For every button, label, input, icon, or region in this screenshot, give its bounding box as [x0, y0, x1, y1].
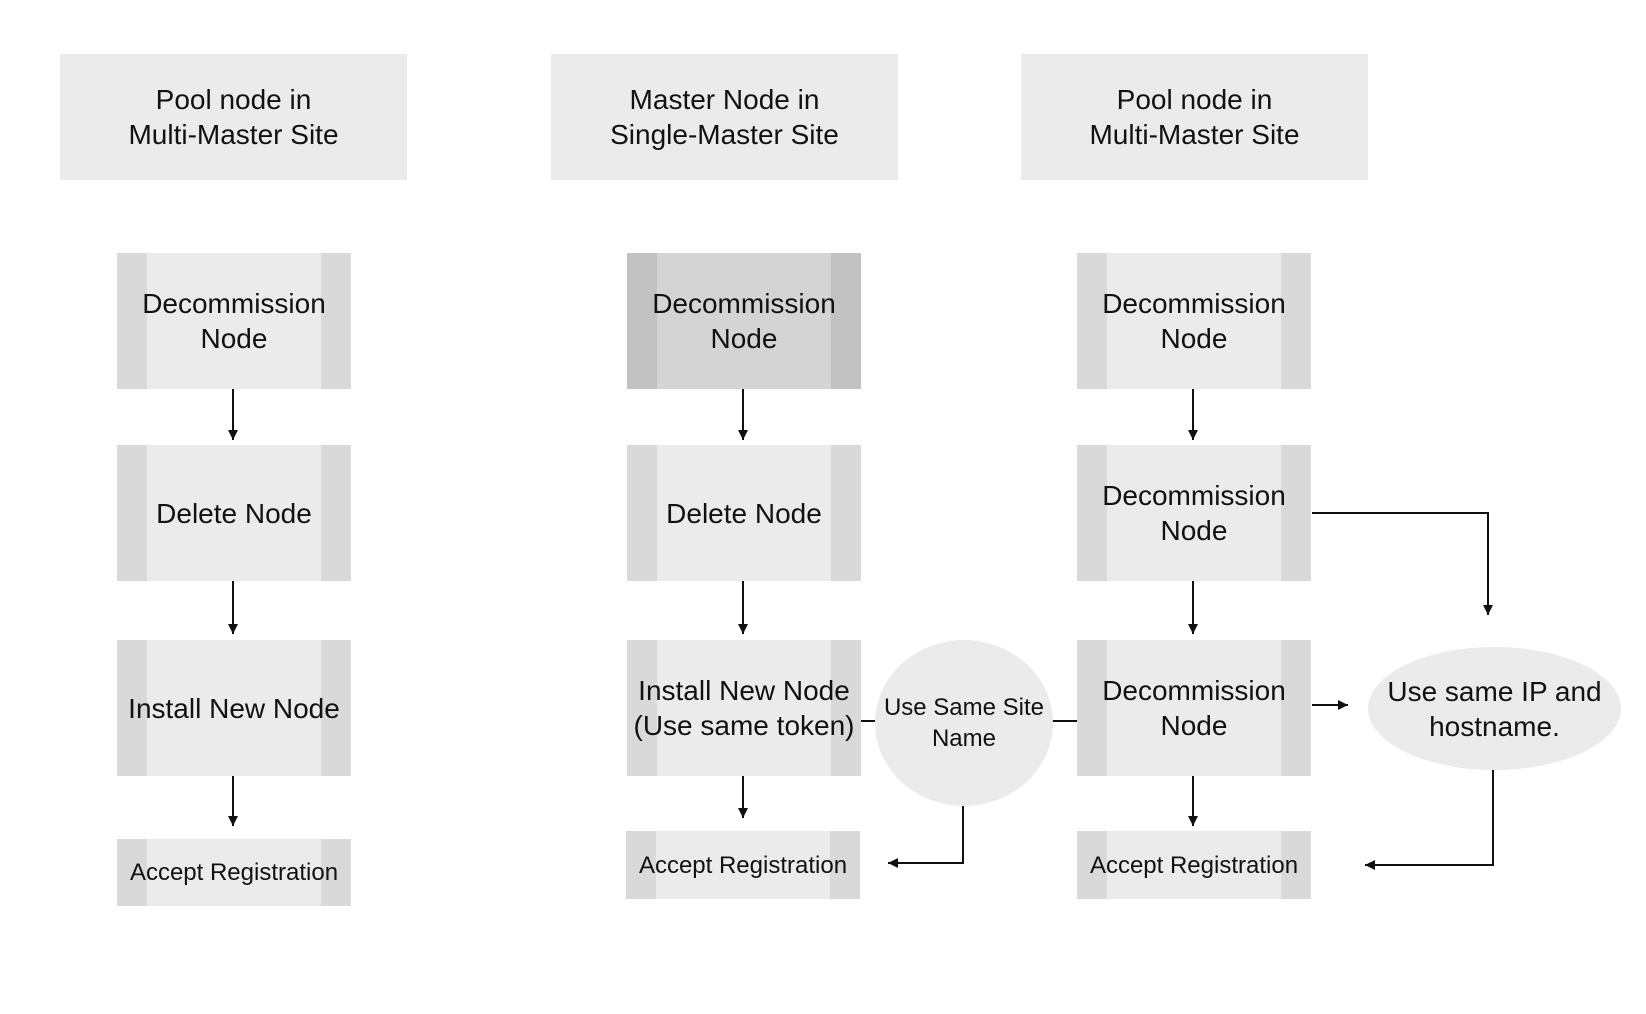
header-middle: Master Node in Single-Master Site: [551, 54, 898, 180]
right-accept-registration-label: Accept Registration: [1089, 851, 1299, 879]
middle-decommission-node-label: Decommission Node: [652, 288, 836, 354]
arrow-same-site-to-accept: [888, 806, 964, 868]
right-decommission-node-1: Decommission Node: [1077, 253, 1311, 389]
arrow-same-ip-to-accept: [1365, 770, 1494, 870]
left-install-new-node: Install New Node: [117, 640, 351, 776]
right-decommission-node-3: Decommission Node: [1077, 640, 1311, 776]
middle-delete-node-label: Delete Node: [666, 497, 822, 529]
left-accept-registration-label: Accept Registration: [129, 859, 339, 886]
middle-install-new-node: Install New Node (Use same token): [627, 640, 861, 776]
header-right: Pool node in Multi-Master Site: [1021, 54, 1368, 180]
right-decommission-node-2-label: Decommission Node: [1102, 480, 1286, 546]
left-decommission-node-label: Decommission Node: [142, 288, 326, 354]
middle-install-new-node-label: Install New Node (Use same token): [633, 675, 855, 741]
middle-decommission-node: Decommission Node: [627, 253, 861, 389]
header-left: Pool node in Multi-Master Site: [60, 54, 407, 180]
left-delete-node-label: Delete Node: [156, 497, 312, 529]
left-delete-node: Delete Node: [117, 445, 351, 581]
right-decommission-node-2: Decommission Node: [1077, 445, 1311, 581]
note-same-ip-hostname: Use same IP and hostname.: [1368, 647, 1621, 770]
right-decommission-node-1-label: Decommission Node: [1102, 288, 1286, 354]
right-decommission-node-3-label: Decommission Node: [1102, 675, 1286, 741]
right-accept-registration: Accept Registration: [1077, 831, 1311, 899]
note-same-site-name: Use Same Site Name: [875, 640, 1053, 806]
left-accept-registration: Accept Registration: [117, 839, 351, 906]
middle-delete-node: Delete Node: [627, 445, 861, 581]
arrow-decommission-to-same-ip: [1312, 512, 1493, 615]
left-decommission-node: Decommission Node: [117, 253, 351, 389]
middle-accept-registration: Accept Registration: [626, 831, 860, 899]
middle-accept-registration-label: Accept Registration: [638, 851, 848, 879]
left-install-new-node-label: Install New Node: [128, 692, 340, 724]
